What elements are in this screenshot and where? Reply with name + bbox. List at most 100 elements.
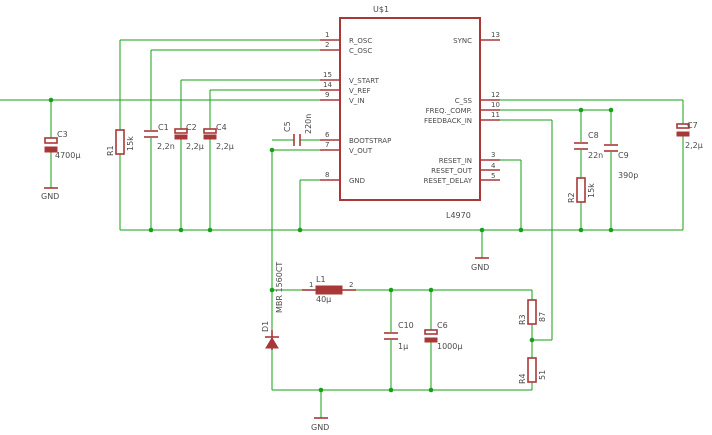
- capacitor-c2: C2 2,2µ: [174, 123, 204, 151]
- component-value: 51: [538, 370, 547, 380]
- ic-part-number: L4970: [446, 211, 471, 220]
- component-name: L1: [316, 275, 326, 284]
- component-name: C7: [687, 121, 698, 130]
- component-name: C9: [618, 151, 629, 160]
- component-name: C6: [437, 321, 448, 330]
- junction-dot: [178, 227, 184, 233]
- component-name: R4: [518, 373, 527, 384]
- component-name: R1: [106, 145, 115, 156]
- resistor-r1: R1 15k: [106, 129, 135, 156]
- pin-number: 11: [491, 111, 500, 119]
- ic-l4970: U$1 L4970 1 2 15 14 9 6 7 8 R_OSC C_OSC …: [320, 5, 500, 220]
- component-value: 1000µ: [437, 342, 462, 351]
- junction-dot: [608, 227, 614, 233]
- pin-number: 15: [323, 71, 332, 79]
- junction-dot: [269, 287, 275, 293]
- component-value: 4700µ: [55, 151, 80, 160]
- capacitor-c3: C3 4700µ: [44, 130, 80, 160]
- component-name: C3: [57, 130, 68, 139]
- junction-dot: [529, 337, 535, 343]
- pin-label: FEEDBACK_IN: [424, 117, 472, 125]
- component-value: 2,2µ: [216, 142, 234, 151]
- resistor-r4: R4 51: [518, 357, 547, 384]
- component-value: 40µ: [316, 295, 331, 304]
- pin-label: C_OSC: [349, 47, 372, 55]
- pin-number: 4: [491, 162, 496, 170]
- junction-dot: [318, 387, 324, 393]
- component-value: MBR 1560CT: [275, 262, 284, 313]
- component-value: 22n: [588, 151, 603, 160]
- pin-number: 7: [325, 141, 329, 149]
- component-name: C1: [158, 123, 169, 132]
- capacitor-c7: C7 2,2µ: [676, 121, 703, 150]
- junction-dot: [578, 107, 584, 113]
- resistor-r2: R2 15k: [567, 177, 596, 203]
- pin-label: SYNC: [453, 37, 472, 45]
- component-value: 220n: [304, 114, 313, 134]
- pin-number: 3: [491, 151, 495, 159]
- component-name: R2: [567, 192, 576, 203]
- capacitor-c6: C6 1000µ: [424, 321, 462, 351]
- pin-number: 8: [325, 171, 329, 179]
- pin-label: BOOTSTRAP: [349, 137, 391, 145]
- component-name: C2: [186, 123, 197, 132]
- junction-dot: [479, 227, 485, 233]
- capacitor-c10: C10 1µ: [384, 321, 414, 351]
- pin-number: 13: [491, 31, 500, 39]
- component-value: 390p: [618, 171, 638, 180]
- component-name: C5: [283, 121, 292, 132]
- junction-dot: [578, 227, 584, 233]
- pin-number: 10: [491, 101, 500, 109]
- pin-number: 14: [323, 81, 332, 89]
- pin-label: V_REF: [349, 87, 371, 95]
- pin-label: RESET_DELAY: [424, 177, 473, 185]
- capacitor-c8: C8 22n: [574, 131, 603, 160]
- component-name: C10: [398, 321, 414, 330]
- junction-dot: [297, 227, 303, 233]
- junction-dot: [388, 287, 394, 293]
- junction-dot: [48, 97, 54, 103]
- pin-label: RESET_IN: [439, 157, 472, 165]
- wires: [0, 39, 684, 418]
- junction-dot: [428, 387, 434, 393]
- pin-label: V_START: [349, 77, 380, 85]
- capacitor-c1: C1 2,2n: [144, 123, 175, 151]
- inductor-pin1: 1: [309, 281, 313, 289]
- capacitor-c4: C4 2,2µ: [203, 123, 234, 151]
- ground-label: GND: [311, 423, 329, 432]
- pin-number: 5: [491, 172, 495, 180]
- junction-dot: [148, 227, 154, 233]
- inductor-pin2: 2: [349, 281, 353, 289]
- component-value: 1µ: [398, 342, 408, 351]
- junction-dot: [428, 287, 434, 293]
- junction-dot: [269, 147, 275, 153]
- component-value: 2,2µ: [685, 141, 703, 150]
- ground-label: GND: [471, 263, 489, 272]
- junctions: [48, 97, 614, 393]
- junction-dot: [207, 227, 213, 233]
- component-name: C4: [216, 123, 227, 132]
- pin-number: 6: [325, 131, 330, 139]
- pin-label: RESET_OUT: [431, 167, 473, 175]
- pin-number: 1: [325, 31, 329, 39]
- component-value: 15k: [587, 183, 596, 198]
- pin-label: C_SS: [455, 97, 473, 105]
- junction-dot: [388, 387, 394, 393]
- pin-label: GND: [349, 177, 365, 185]
- ground-symbol-main: GND: [471, 257, 489, 272]
- diode-d1: D1 MBR 1560CT: [261, 262, 284, 350]
- component-value: 2,2µ: [186, 142, 204, 151]
- junction-dot: [518, 227, 524, 233]
- pin-number: 9: [325, 91, 329, 99]
- component-value: 15k: [126, 136, 135, 151]
- resistor-r3: R3 87: [518, 299, 547, 325]
- component-name: D1: [261, 321, 270, 332]
- junction-dot: [608, 107, 614, 113]
- component-value: 2,2n: [157, 142, 175, 151]
- pin-label: V_OUT: [349, 147, 373, 155]
- component-name: R3: [518, 314, 527, 325]
- pin-number: 12: [491, 91, 500, 99]
- inductor-l1: 1 2 L1 40µ: [302, 275, 356, 304]
- capacitor-c9: C9 390p: [604, 144, 638, 180]
